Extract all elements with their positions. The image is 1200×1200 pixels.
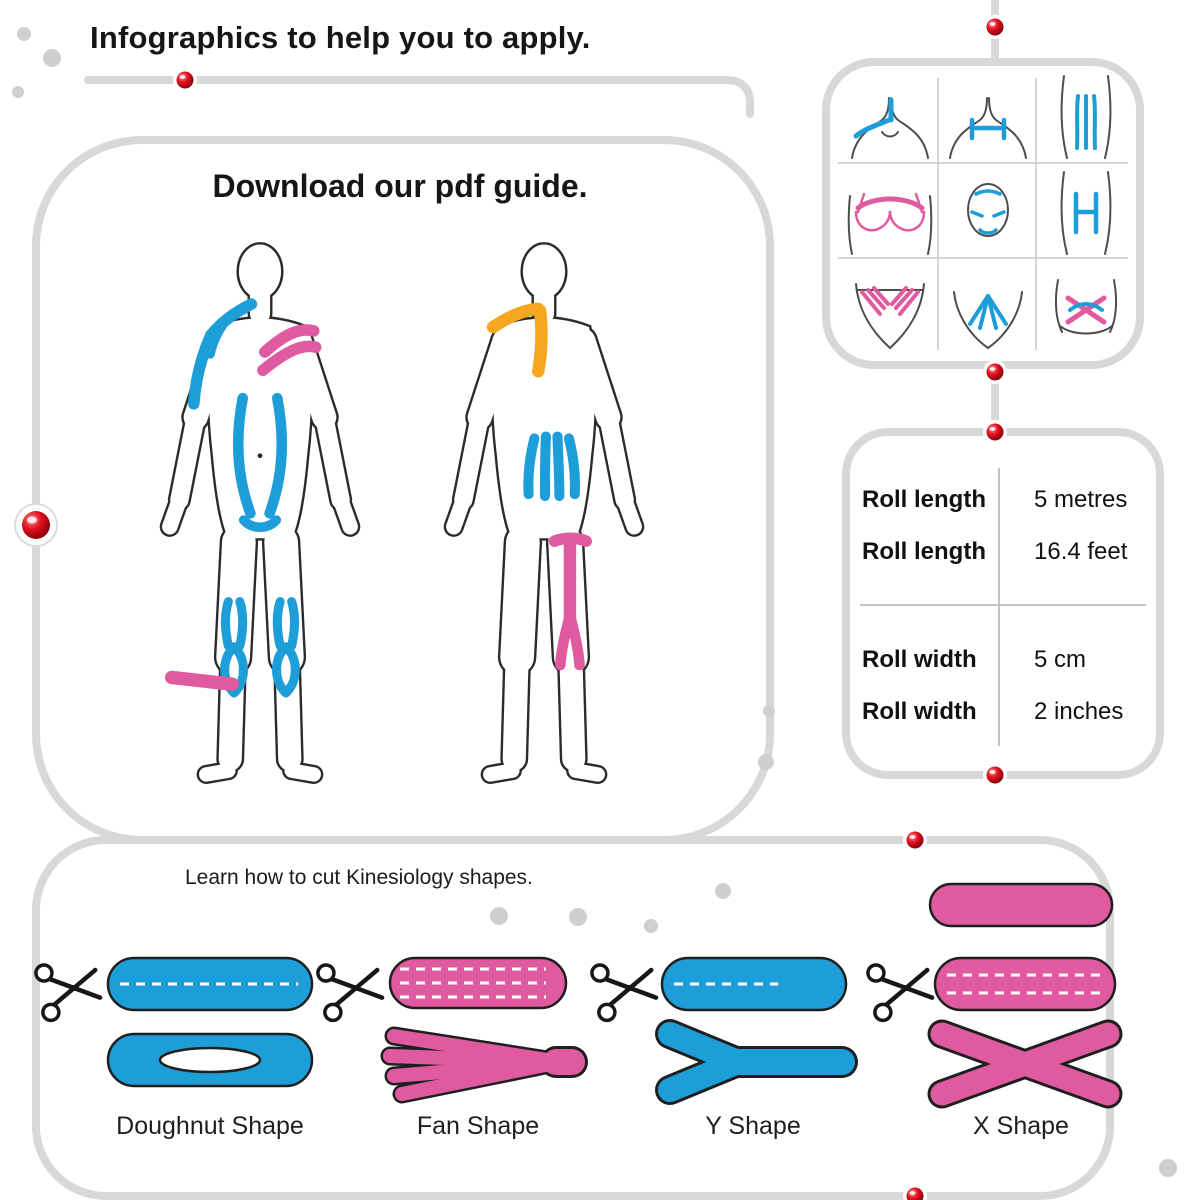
spec-horizontal-divider (860, 604, 1146, 606)
spec-value: 5 cm (1034, 646, 1087, 673)
spec-row: Roll length 5 metres (862, 482, 1152, 518)
application-icon-neck-shoulder (851, 97, 929, 159)
shapes-box-outline (32, 836, 1114, 1200)
application-icon-chest-bra (847, 192, 933, 255)
shape-group-fan (317, 956, 588, 1104)
application-icon-waist-x (1054, 279, 1118, 335)
application-icon-abdomen-lines (1060, 75, 1112, 159)
spec-label: Roll width (862, 646, 977, 673)
spec-value: 16.4 feet (1034, 538, 1128, 565)
application-grid-box-outline (822, 58, 1144, 369)
application-icon-hips-fan (855, 283, 925, 350)
y-shape-result (655, 1019, 858, 1105)
scissors-icon (35, 956, 103, 1021)
accent-dot (983, 360, 1007, 384)
scissors-icon (591, 956, 659, 1021)
shape-group-y (591, 956, 858, 1105)
spec-label: Roll width (862, 698, 977, 725)
shape-label-doughnut: Doughnut Shape (116, 1112, 304, 1140)
shape-group-doughnut (35, 956, 314, 1088)
pdf-guide-heading: Download our pdf guide. (212, 168, 588, 204)
scissors-icon (867, 956, 935, 1021)
accent-dot (903, 1184, 927, 1200)
body-back-figure (443, 242, 645, 785)
application-icon-chest-h (949, 97, 1027, 159)
plain-tape-strip (928, 882, 1114, 928)
title-underline-pipe (84, 76, 754, 118)
cut-shapes-graphics (30, 882, 1123, 1109)
scissors-icon (317, 956, 385, 1021)
body-front-figure (159, 242, 361, 785)
spec-label: Roll length (862, 486, 986, 513)
decorative-dots (12, 27, 1177, 1177)
spec-row: Roll length 16.4 feet (862, 534, 1152, 570)
spec-label: Roll length (862, 538, 986, 565)
accent-dot (983, 15, 1007, 39)
back-tape-overlays (486, 302, 592, 671)
application-icon-pelvis-fan (953, 291, 1023, 350)
page-title: Infographics to help you to apply. (90, 20, 591, 55)
shape-group-x (867, 956, 1123, 1109)
shape-label-y: Y Shape (705, 1112, 801, 1140)
x-shape-result (927, 1019, 1123, 1109)
shape-label-fan: Fan Shape (416, 1112, 540, 1140)
application-grid-dividers (838, 78, 1128, 350)
application-icon-upper-back-h (1060, 171, 1112, 255)
navel-dot (257, 453, 263, 459)
front-tape-overlays (164, 298, 322, 698)
doughnut-hole (158, 1046, 262, 1074)
tape-strip-doughnut (106, 956, 314, 1012)
tape-strip-x (933, 956, 1117, 1012)
spec-vertical-divider (998, 468, 1000, 746)
accent-dot-large (14, 503, 58, 547)
roll-spec-panel: Roll length 5 metres Roll length 16.4 fe… (846, 432, 1160, 775)
shape-label-x: X Shape (973, 1112, 1069, 1140)
spec-value: 2 inches (1034, 698, 1124, 725)
accent-dot (173, 68, 197, 92)
spec-value: 5 metres (1034, 486, 1128, 513)
application-icon-face (967, 183, 1009, 237)
spec-row: Roll width 5 cm (862, 642, 1152, 678)
spec-row: Roll width 2 inches (862, 694, 1152, 730)
shapes-section-heading: Learn how to cut Kinesiology shapes. (185, 866, 533, 889)
accent-dot (903, 828, 927, 852)
fan-shape-result (380, 1026, 588, 1104)
